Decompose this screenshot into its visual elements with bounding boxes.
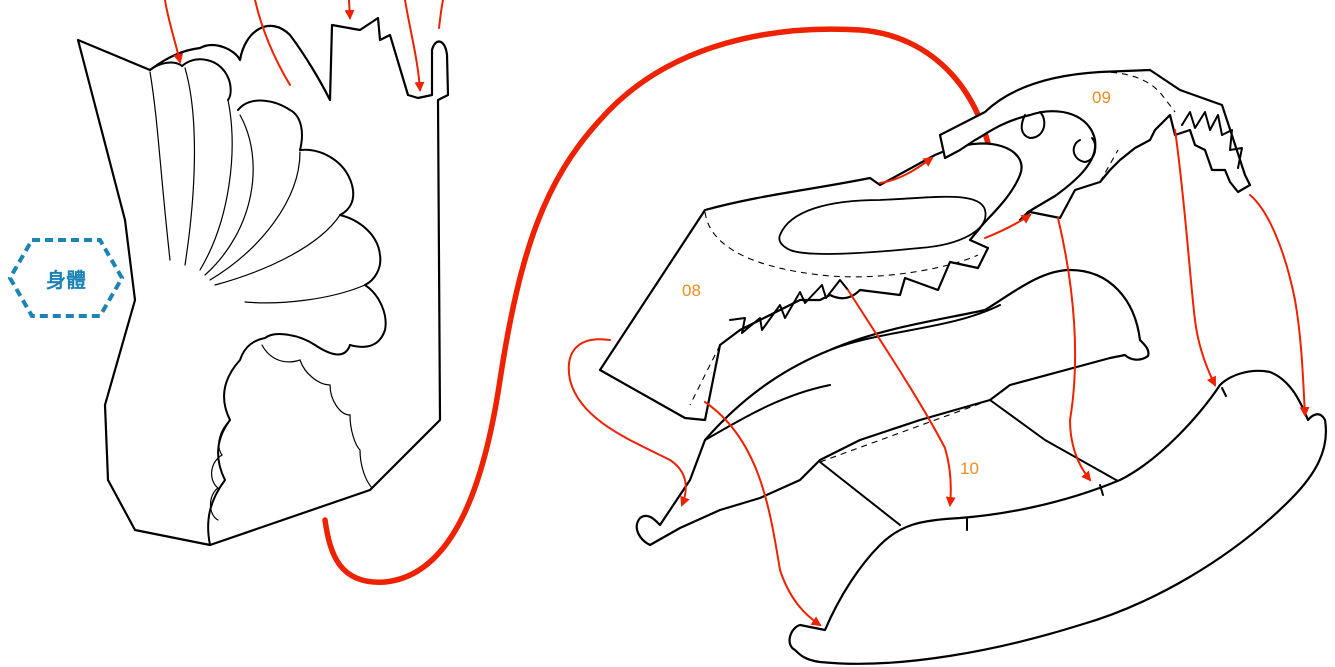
body-piece (78, 18, 448, 545)
part-08-label: 08 (682, 281, 701, 300)
part-10-label: 10 (960, 459, 979, 478)
part-09-label: 09 (1092, 88, 1111, 107)
badge-label: 身體 (6, 238, 126, 318)
section-badge: 身體 (6, 238, 126, 318)
